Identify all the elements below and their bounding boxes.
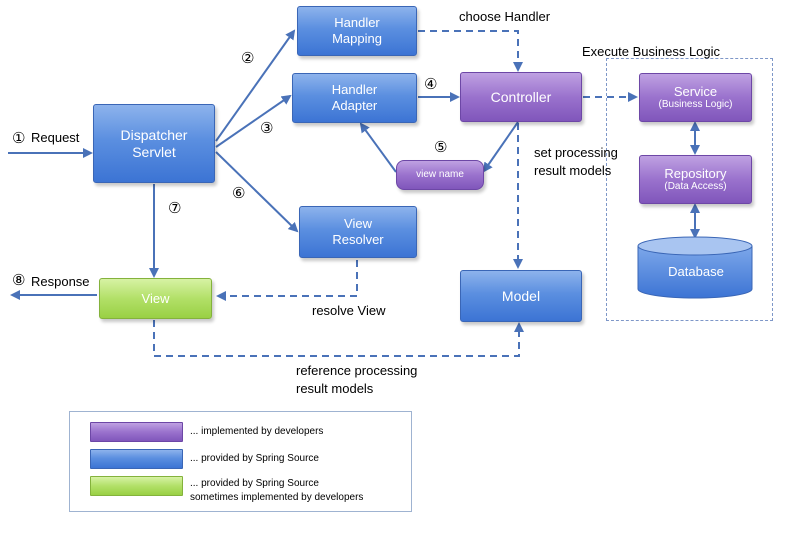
legend-text-spring: ... provided by Spring Source xyxy=(190,453,319,464)
legend-swatch-mixed xyxy=(90,476,183,496)
dispatcher-to-resolver-arrow xyxy=(215,151,299,233)
business-logic-frame xyxy=(606,58,773,321)
view-name-node: view name xyxy=(396,160,484,190)
step-5-number: ⑤ xyxy=(434,139,448,156)
service-sublabel: (Business Logic) xyxy=(658,99,733,111)
set-models-label-line2: result models xyxy=(534,163,612,178)
repository-sublabel: (Data Access) xyxy=(664,181,727,193)
view-node: View xyxy=(99,278,212,319)
database-body xyxy=(637,246,753,299)
choose-handler-arrow xyxy=(418,30,523,72)
database-label: Database xyxy=(668,264,724,279)
view-resolver-line2: Resolver xyxy=(332,232,384,247)
repository-label: Repository xyxy=(664,165,727,181)
model-label: Model xyxy=(501,287,541,304)
view-name-label: view name xyxy=(416,169,464,180)
view-resolver-line1: View xyxy=(344,216,372,232)
legend-swatch-developer xyxy=(90,422,183,442)
model-node: Model xyxy=(460,270,582,322)
dispatcher-servlet-line2: Servlet xyxy=(132,143,176,160)
database-node xyxy=(637,236,753,299)
handler-mapping-line2: Mapping xyxy=(332,31,382,46)
set-models-label-line1: set processing xyxy=(534,145,618,160)
handler-adapter-node: Handler Adapter xyxy=(292,73,417,123)
resolve-view-arrow xyxy=(216,260,358,301)
step-8-number: ⑧ xyxy=(12,272,26,289)
step-3-number: ③ xyxy=(260,120,274,137)
controller-to-viewname-arrow xyxy=(482,121,519,173)
view-label: View xyxy=(141,290,170,306)
legend-swatch-spring xyxy=(90,449,183,469)
viewname-to-adapter-arrow xyxy=(359,122,397,173)
business-logic-title: Execute Business Logic xyxy=(582,44,721,59)
step-1-number: ① xyxy=(12,130,26,147)
service-node: Service (Business Logic) xyxy=(639,73,752,122)
step-2-number: ② xyxy=(241,50,255,67)
dispatcher-servlet-node: Dispatcher Servlet xyxy=(93,104,215,183)
request-label: Request xyxy=(31,130,80,145)
step-6-number: ⑥ xyxy=(232,185,246,202)
dispatcher-to-adapter-arrow xyxy=(215,94,292,148)
dispatcher-to-mapping-arrow xyxy=(215,29,296,142)
response-label: Response xyxy=(31,274,90,289)
resolve-view-label: resolve View xyxy=(312,303,386,318)
controller-node: Controller xyxy=(460,72,582,122)
handler-mapping-node: Handler Mapping xyxy=(297,6,417,56)
dispatcher-servlet-line1: Dispatcher xyxy=(120,126,188,143)
controller-label: Controller xyxy=(490,88,552,105)
handler-adapter-line1: Handler xyxy=(331,82,378,98)
database-top xyxy=(637,236,753,256)
step-7-number: ⑦ xyxy=(168,200,182,217)
view-resolver-node: View Resolver xyxy=(299,206,417,258)
legend-text-mixed-line1: ... provided by Spring Source xyxy=(190,478,319,489)
handler-adapter-line2: Adapter xyxy=(331,98,378,113)
step-4-number: ④ xyxy=(424,76,438,93)
legend: ... implemented by developers ... provid… xyxy=(69,411,412,512)
handler-mapping-line1: Handler xyxy=(334,15,380,31)
reference-models-label-line1: reference processing xyxy=(296,363,418,378)
repository-node: Repository (Data Access) xyxy=(639,155,752,204)
choose-handler-label: choose Handler xyxy=(459,9,551,24)
reference-models-arrow xyxy=(153,320,524,357)
legend-text-mixed-line2: sometimes implemented by developers xyxy=(190,492,364,503)
reference-models-label-line2: result models xyxy=(296,381,374,396)
legend-text-developer: ... implemented by developers xyxy=(190,426,324,437)
service-label: Service xyxy=(673,83,718,99)
